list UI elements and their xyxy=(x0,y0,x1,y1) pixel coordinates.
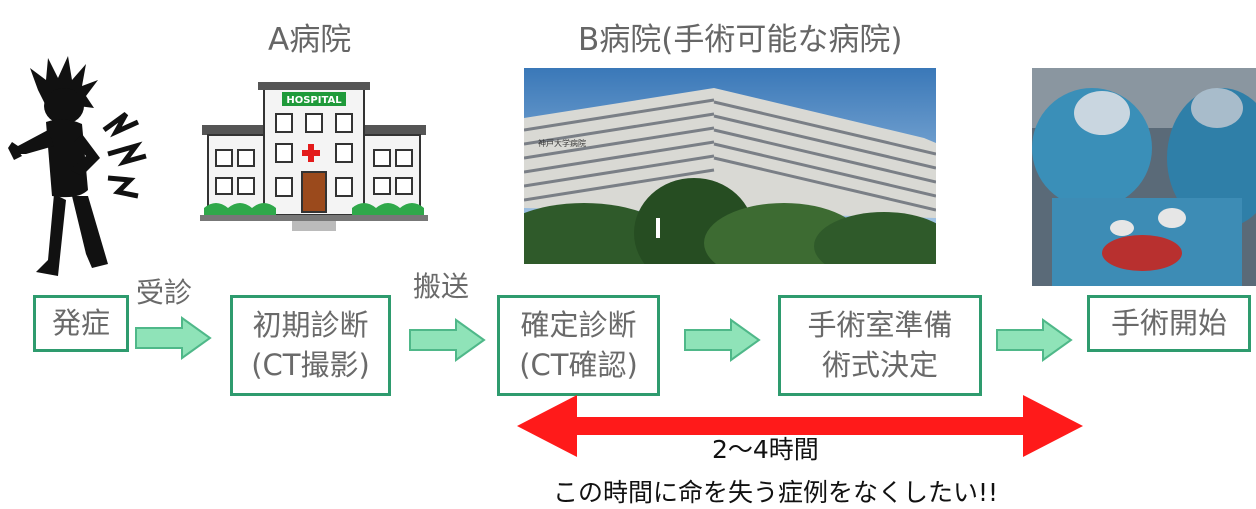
step-or-preparation: 手術室準備 術式決定 xyxy=(778,295,982,396)
step-sublabel: 術式決定 xyxy=(821,347,938,382)
step-label: 確定診断 xyxy=(520,308,637,343)
hospital-photo: 神戸大学病院 xyxy=(524,68,936,264)
surgery-photo xyxy=(1032,68,1256,286)
step-label: 初期診断 xyxy=(252,308,369,343)
step-sublabel: (CT撮影) xyxy=(251,347,370,382)
step-label: 手術開始 xyxy=(1110,305,1227,340)
flow-arrow-icon xyxy=(135,316,212,360)
step-label: 発症 xyxy=(51,305,110,340)
hospital-b-title: B病院(手術可能な病院) xyxy=(578,22,903,58)
goal-message: この時間に命を失う症例をなくしたい!! xyxy=(553,478,999,507)
step-initial-diagnosis: 初期診断 (CT撮影) xyxy=(230,295,391,396)
step-definitive-diagnosis: 確定診断 (CT確認) xyxy=(497,295,660,396)
transport-label: 搬送 xyxy=(413,270,470,303)
duration-label: 2～4時間 xyxy=(712,435,819,464)
hospital-building-icon: HOSPITAL xyxy=(200,82,428,231)
step-surgery-start: 手術開始 xyxy=(1087,295,1251,352)
step-sublabel: (CT確認) xyxy=(519,347,638,382)
step-onset: 発症 xyxy=(33,295,129,352)
consult-label: 受診 xyxy=(136,276,193,309)
duration-double-arrow-icon xyxy=(517,395,1083,457)
step-label: 手術室準備 xyxy=(807,308,953,343)
flow-arrow-icon xyxy=(684,318,761,362)
hospital-sign: HOSPITAL xyxy=(286,95,342,106)
pain-figure-icon xyxy=(8,56,147,276)
hospital-a-title: A病院 xyxy=(268,22,352,58)
flow-arrow-icon xyxy=(996,318,1073,362)
building-sign: 神戸大学病院 xyxy=(538,138,586,148)
flow-arrow-icon xyxy=(409,318,486,362)
